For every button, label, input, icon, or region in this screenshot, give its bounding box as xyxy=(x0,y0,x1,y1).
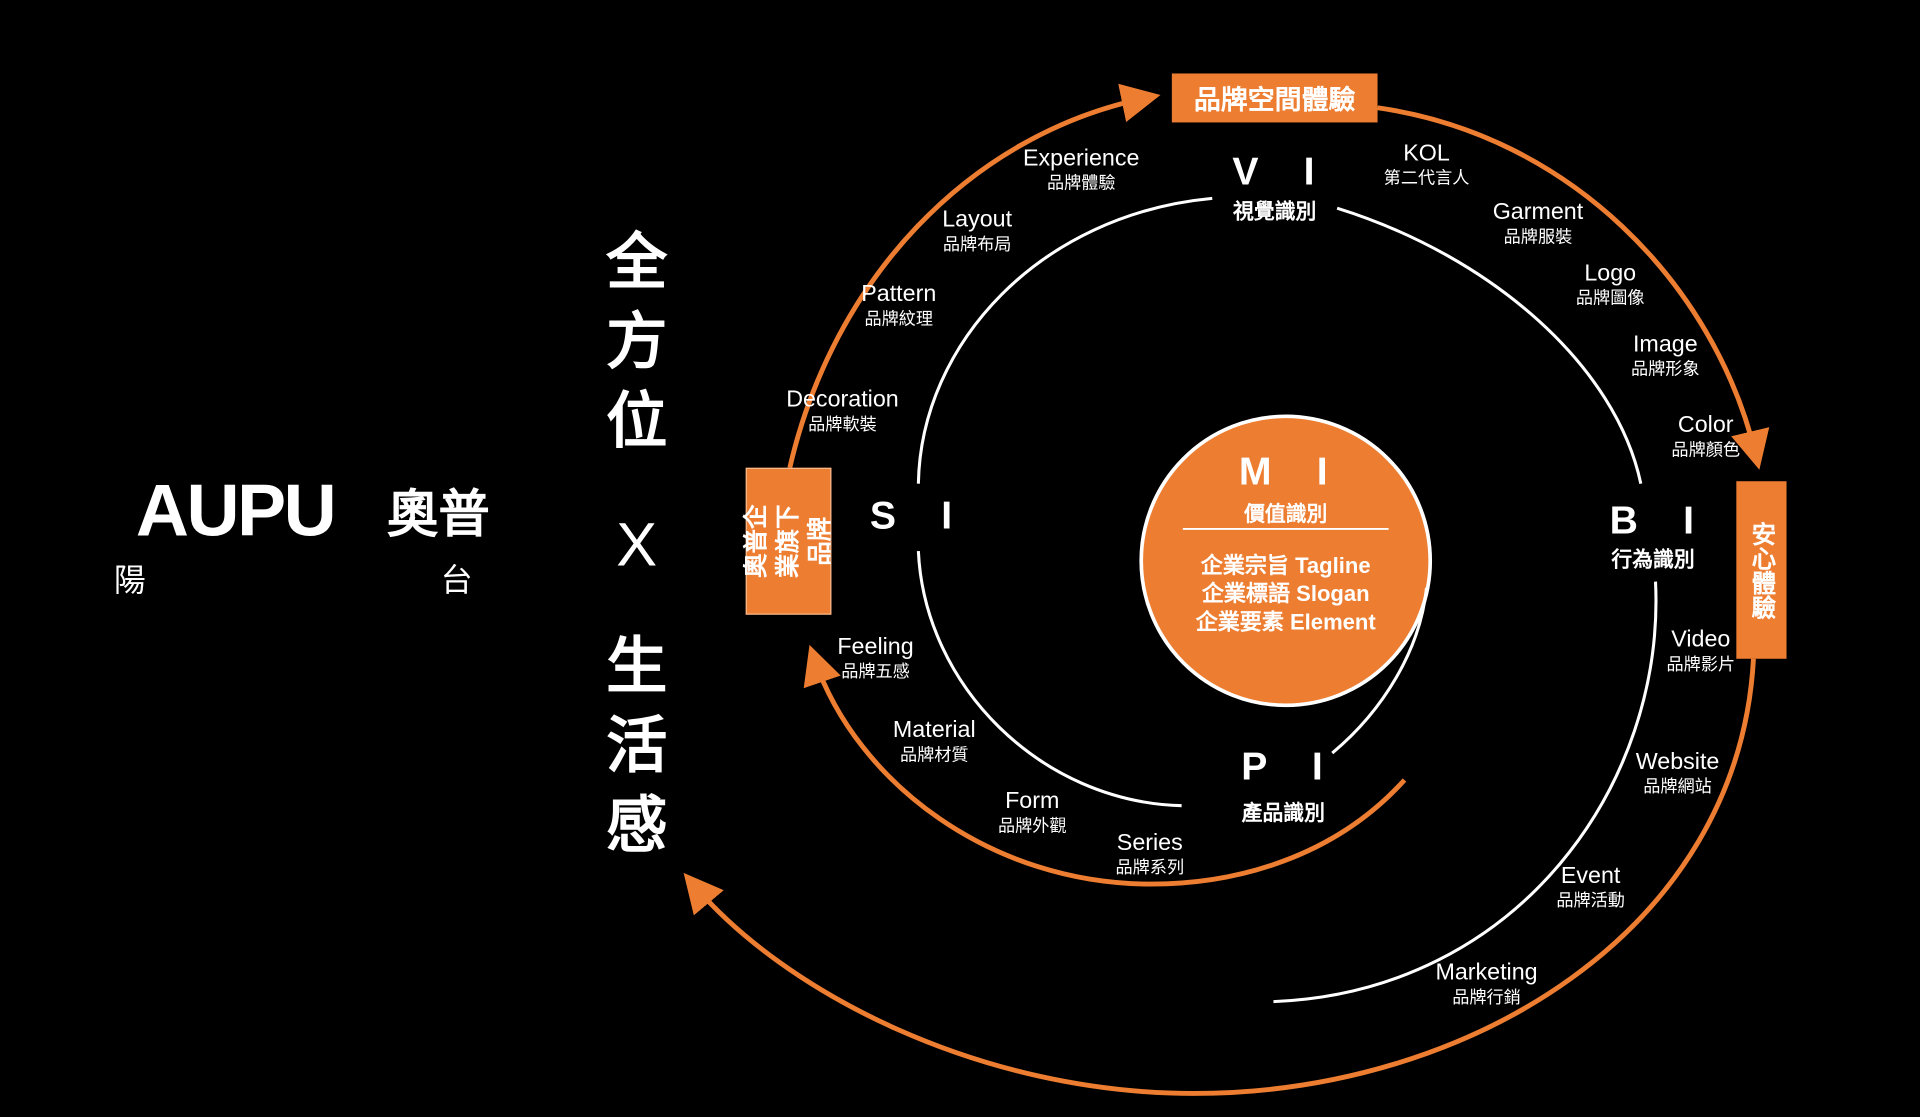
bi-subtitle: 行為識別 xyxy=(1611,547,1695,572)
item-label-en: Marketing xyxy=(1435,960,1538,986)
item-label-zh: 品牌顏色 xyxy=(1671,439,1741,460)
sub-left: 陽 xyxy=(113,561,146,599)
item-label-en: KOL xyxy=(1403,140,1450,167)
item-label-en: Series xyxy=(1116,830,1183,856)
item-label-zh: 品牌影片 xyxy=(1666,653,1736,674)
item-label-zh: 品牌系列 xyxy=(1115,857,1185,877)
item-label-en: Layout xyxy=(942,206,1013,233)
peace-of-mind-box: 安心體驗 xyxy=(1736,481,1787,659)
slogan-char: 方 xyxy=(606,307,668,376)
aupu-logo: AUPU xyxy=(135,469,337,552)
white-arc-bi-bottom xyxy=(1273,581,1658,1004)
aupu-logo-zh: 奧普 xyxy=(386,485,490,544)
orange-arrow-top-right xyxy=(1377,105,1770,470)
box-label: 安心體驗 xyxy=(1747,521,1775,619)
vi-title: V I xyxy=(1232,148,1332,193)
aupu-sub-brand-box: 奧普企業旗下品牌 xyxy=(743,467,834,615)
item-label-en: Video xyxy=(1671,626,1731,653)
item-label-zh: 品牌網站 xyxy=(1643,776,1712,796)
vi-subtitle: 視覺識別 xyxy=(1233,200,1317,224)
box-label: 品牌空間體驗 xyxy=(1193,84,1356,116)
si-title: S I xyxy=(869,492,970,537)
item-label-zh: 品牌行銷 xyxy=(1452,986,1521,1007)
mi-subtitle: 價值識別 xyxy=(1244,502,1328,526)
item-label-en: Image xyxy=(1632,331,1698,358)
item-label-en: Website xyxy=(1635,749,1720,776)
slogan-char: 位 xyxy=(606,386,668,456)
item-label-en: Event xyxy=(1560,863,1621,889)
item-label-zh: 品牌紋理 xyxy=(864,308,934,329)
orange-arrow-left-top xyxy=(787,83,1161,469)
item-label-en: Color xyxy=(1677,412,1734,439)
item-label-en: Material xyxy=(892,717,976,744)
white-arc-vi-bi xyxy=(1336,206,1643,484)
box-label: 奧普企業旗下品牌 xyxy=(743,504,834,578)
white-arc-pi-mi xyxy=(1331,587,1429,755)
item-label-zh: 品牌服裝 xyxy=(1503,226,1573,247)
pi-subtitle: 產品識別 xyxy=(1241,801,1325,825)
item-label-zh: 品牌體驗 xyxy=(1046,172,1116,193)
item-label-zh: 品牌五感 xyxy=(841,661,910,681)
item-label-zh: 品牌形象 xyxy=(1631,358,1700,379)
mi-line: 企業要素 Element xyxy=(1195,609,1376,635)
item-label-en: Form xyxy=(1005,788,1060,815)
item-label-zh: 品牌材質 xyxy=(899,744,969,765)
white-arc-si-pi xyxy=(916,550,1182,808)
brand-space-experience-box: 品牌空間體驗 xyxy=(1171,73,1378,123)
item-label-zh: 第二代言人 xyxy=(1383,167,1470,188)
mi-line: 企業宗旨 Tagline xyxy=(1200,553,1371,578)
item-label-zh: 品牌活動 xyxy=(1556,890,1625,910)
orange-arrow-inner xyxy=(803,644,1407,887)
sub-right: 台 xyxy=(440,561,473,599)
slogan-char: 生 xyxy=(606,631,668,701)
item-label-en: Logo xyxy=(1584,260,1637,287)
pi-title: P I xyxy=(1241,743,1340,788)
mi-circle xyxy=(1139,414,1433,708)
item-label-zh: 品牌外觀 xyxy=(997,815,1067,836)
item-label-en: Experience xyxy=(1023,145,1140,172)
item-label-en: Feeling xyxy=(837,634,914,661)
item-label-zh: 品牌布局 xyxy=(942,233,1012,254)
slogan-char: 感 xyxy=(606,791,668,860)
white-arc-vi-si xyxy=(916,196,1213,484)
mi-title: M I xyxy=(1238,448,1345,493)
item-label-zh: 品牌圖像 xyxy=(1575,287,1645,308)
item-label-en: Pattern xyxy=(861,281,937,308)
item-label-zh: 品牌軟裝 xyxy=(808,413,877,434)
bi-title: B I xyxy=(1609,497,1712,542)
orange-arrow-bottom xyxy=(683,658,1756,1096)
slogan-char: 活 xyxy=(606,711,668,781)
item-label-en: Decoration xyxy=(786,386,899,413)
item-label-en: Garment xyxy=(1492,199,1584,226)
slogan-char: 全 xyxy=(606,227,668,297)
mi-line: 企業標語 Slogan xyxy=(1201,581,1370,607)
slogan-cross: X xyxy=(616,510,658,580)
